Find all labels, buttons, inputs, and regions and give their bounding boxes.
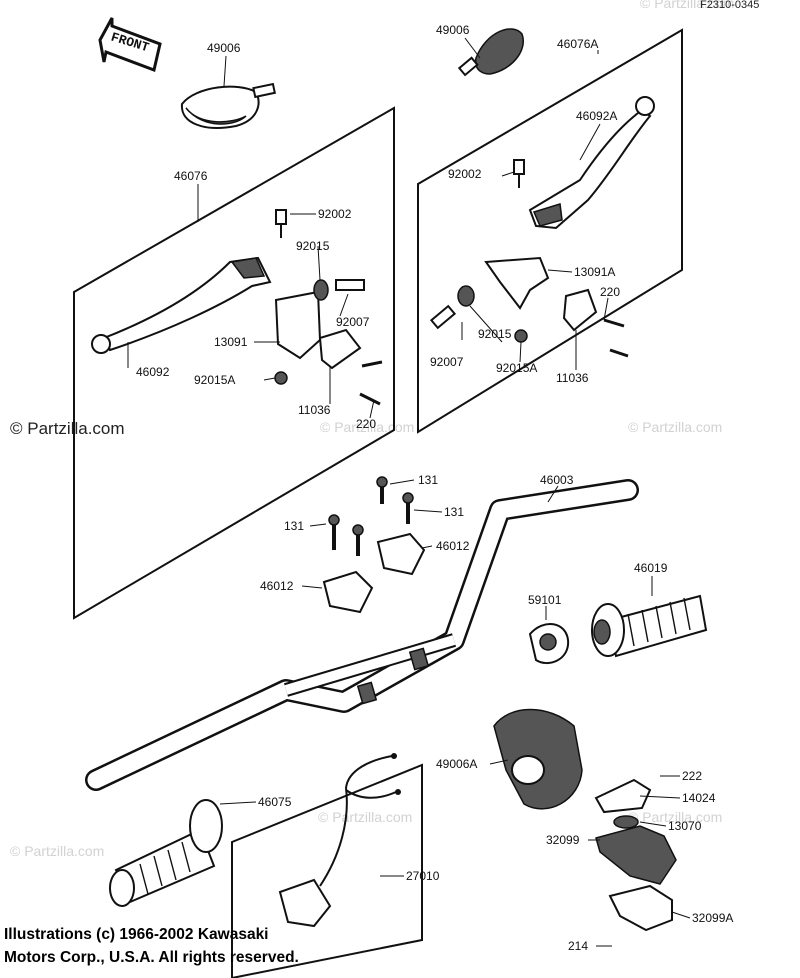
part-label: 14024 — [682, 791, 716, 805]
leader-lines — [127, 37, 691, 947]
part-label: 32099A — [692, 911, 733, 925]
part-label: 46019 — [634, 561, 668, 575]
watermark-text: © Partzilla.com — [318, 809, 412, 825]
part-label: 92015 — [296, 239, 330, 253]
part-labels: 49006 49006 46076A 46092A 92002 13091A 2… — [136, 23, 733, 953]
part-label: 214 — [568, 939, 588, 953]
part-label: 92002 — [448, 167, 482, 181]
left-lever — [91, 256, 272, 354]
kill-switch — [278, 753, 401, 928]
part-label: 46092A — [576, 109, 617, 123]
left-lever-group-box — [73, 106, 395, 620]
part-label: 49006 — [436, 23, 470, 37]
handlebar — [85, 479, 639, 791]
diagram-code: F2310-0345 — [700, 0, 760, 11]
throttle-housing — [493, 708, 583, 810]
watermark-text: © Partzilla.com — [640, 0, 734, 11]
watermark-text: © Partzilla.com — [628, 419, 722, 435]
part-label: 46012 — [436, 539, 470, 553]
part-label: 32099 — [546, 833, 580, 847]
handlebar-clamps — [322, 476, 426, 614]
switch-case-parts — [594, 778, 677, 932]
part-label: 220 — [356, 417, 376, 431]
part-label: 92007 — [430, 355, 464, 369]
part-label: 27010 — [406, 869, 440, 883]
left-lever-holder — [274, 209, 383, 406]
part-label: 92015 — [478, 327, 512, 341]
left-grip — [109, 799, 223, 907]
part-label: 222 — [682, 769, 702, 783]
part-label: 49006A — [436, 757, 477, 771]
copyright-line-2: Motors Corp., U.S.A. All rights reserved… — [4, 949, 299, 966]
part-label: 46012 — [260, 579, 294, 593]
part-label: 46075 — [258, 795, 292, 809]
mirror-left — [180, 82, 277, 129]
part-label: 131 — [284, 519, 304, 533]
part-label: 131 — [444, 505, 464, 519]
part-label: 13091A — [574, 265, 615, 279]
throttle-grip — [591, 594, 708, 658]
part-label: 46076A — [557, 37, 598, 51]
throttle-cable-guide — [528, 623, 570, 665]
watermark-text: © Partzilla.com — [628, 809, 722, 825]
part-label: 13091 — [214, 335, 248, 349]
switch-group-box — [231, 763, 423, 978]
watermarks: © Partzilla.com © Partzilla.com © Partzi… — [10, 0, 734, 859]
part-label: 46076 — [174, 169, 208, 183]
part-label: 92002 — [318, 207, 352, 221]
copyright-line-1: Illustrations (c) 1966-2002 Kawasaki — [4, 926, 269, 943]
mirror-right — [457, 28, 524, 77]
right-lever-group-box — [417, 28, 683, 434]
watermark-main: © Partzilla.com — [10, 419, 125, 438]
part-label: 92015A — [496, 361, 537, 375]
part-label: 59101 — [528, 593, 562, 607]
part-label: 11036 — [298, 403, 331, 417]
part-label: 131 — [418, 473, 438, 487]
part-label: 46003 — [540, 473, 574, 487]
right-lever-holder — [429, 159, 629, 358]
watermark-text: © Partzilla.com — [10, 843, 104, 859]
part-label: 11036 — [556, 371, 589, 385]
part-label: 92007 — [336, 315, 370, 329]
part-label: 220 — [600, 285, 620, 299]
part-label: 49006 — [207, 41, 241, 55]
part-label: 13070 — [668, 819, 702, 833]
part-label: 46092 — [136, 365, 170, 379]
right-lever — [528, 96, 655, 230]
copyright-notice: Illustrations (c) 1966-2002 Kawasaki Mot… — [4, 923, 299, 969]
front-arrow-icon: FRONT — [98, 17, 162, 73]
part-label: 92015A — [194, 373, 235, 387]
